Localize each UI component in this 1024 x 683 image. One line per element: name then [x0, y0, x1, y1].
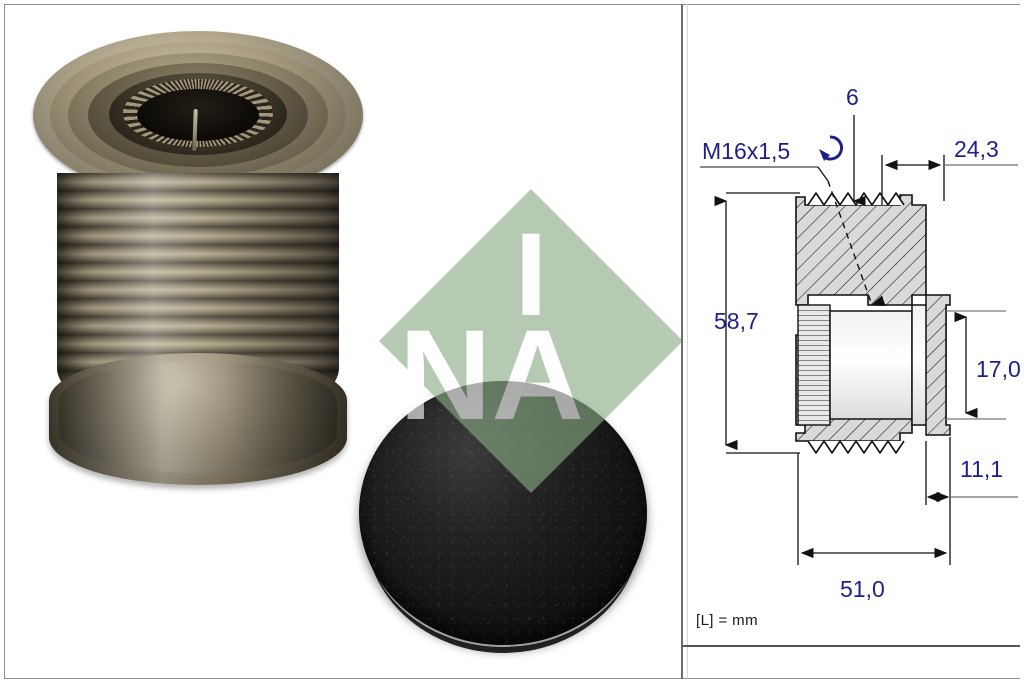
unit-note: [L] = mm [696, 612, 758, 629]
dimension-lines [700, 115, 1018, 565]
pulley-bore-hole [137, 89, 259, 141]
section-hub-step [925, 294, 951, 436]
frame-border-bottom [4, 678, 1020, 679]
note-divider [683, 645, 1020, 647]
section-internal-spline [797, 304, 831, 426]
dimension-label-bore-dia: 17,0 [976, 356, 1020, 382]
left-hand-thread-icon [819, 135, 843, 161]
dimension-labels: M16x1,5 6 24,3 58,7 17,0 11,1 51,0 [702, 84, 1020, 602]
dimension-label-thread: M16x1,5 [702, 138, 790, 164]
panel-divider [681, 4, 683, 679]
vrib-profile-bottom [807, 440, 905, 454]
product-photo-panel: I NA [5, 5, 681, 678]
pulley-photo [33, 23, 363, 485]
dimension-label-total-width: 51,0 [840, 576, 885, 602]
pulley-cross-section [795, 192, 951, 454]
dimension-drawing-panel: M16x1,5 6 24,3 58,7 17,0 11,1 51,0 [688, 5, 1020, 678]
frame-border-top [4, 4, 1020, 5]
pulley-flange-lip [59, 361, 337, 473]
pulley-lower-flange [49, 353, 347, 485]
panel-divider-shadow [687, 4, 688, 679]
vrib-profile-top [807, 192, 905, 206]
dimension-label-ribs: 6 [846, 84, 859, 110]
frame-border-left [4, 4, 5, 679]
dimension-label-hub-width: 11,1 [960, 456, 1003, 482]
plastic-cap-rim [365, 403, 641, 653]
ina-logo-letter-i: I [515, 209, 548, 341]
dimension-label-rib-width: 24,3 [954, 136, 999, 162]
dimension-label-outer-dia: 58,7 [714, 308, 759, 334]
section-upper-body [795, 194, 927, 306]
section-threaded-bore [829, 310, 913, 420]
